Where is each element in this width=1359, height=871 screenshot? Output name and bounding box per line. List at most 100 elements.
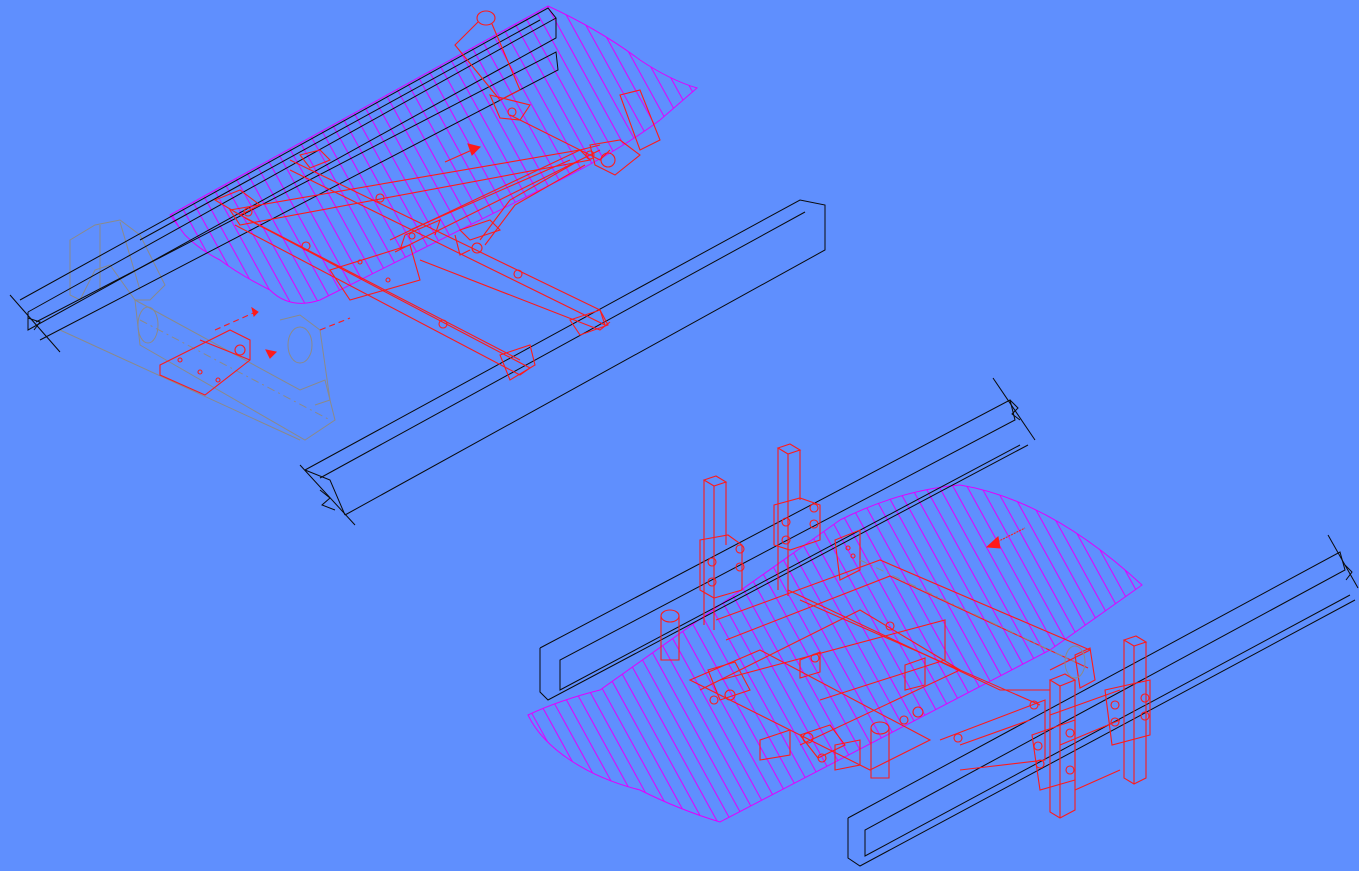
belt-hatch-line <box>445 6 623 304</box>
belt-hatch-line <box>565 485 765 822</box>
belt-hatch-line <box>170 6 175 304</box>
belt-hatch-line <box>528 485 667 822</box>
belt-hatch-line <box>593 485 793 822</box>
belt-hatch-line <box>0 0 104 320</box>
belt-hatch-line <box>613 6 697 304</box>
belt-hatch-line <box>528 485 597 822</box>
idler-reference <box>859 559 1086 679</box>
belt-hatch-line <box>599 6 697 304</box>
belt-hatch-line <box>585 6 697 304</box>
belt-hatch-line <box>712 0 888 320</box>
belt-hatch-line <box>170 6 231 304</box>
belt-hatch-line <box>170 6 287 304</box>
belt-hatch-line <box>0 0 90 320</box>
belt-hatch-line <box>683 6 697 304</box>
belt-hatch-line <box>528 485 569 822</box>
belt-hatch-line <box>1013 485 1142 822</box>
belt-hatch-line <box>417 6 595 304</box>
belt-hatch-line <box>528 485 639 822</box>
belt-hatch-line <box>528 485 653 822</box>
belt-hatch-line <box>943 485 1142 822</box>
belt-hatch-line <box>1041 485 1142 822</box>
belt-hatch-line <box>221 6 399 304</box>
belt-hatch-line <box>515 6 693 304</box>
cleaner-frame <box>688 529 1121 791</box>
belt-hatch-line <box>873 485 1073 822</box>
direction-arrow <box>214 143 481 359</box>
lower-isometric-view <box>300 377 1359 867</box>
lower-right-channel <box>847 534 1359 867</box>
belt-hatch-line <box>528 485 583 822</box>
belt-hatch-line <box>627 6 697 304</box>
belt-hatch-line <box>999 485 1142 822</box>
belt-hatch-line <box>0 0 146 320</box>
belt-hatch-line <box>291 6 469 304</box>
belt-hatch-line <box>0 0 132 320</box>
belt-hatch-line <box>528 485 681 822</box>
belt-hatch-line <box>249 6 427 304</box>
belt-hatch-line <box>677 485 877 822</box>
belt-hatch-line <box>170 6 273 304</box>
belt-hatch-line <box>170 6 343 304</box>
belt-hatch-line <box>375 6 553 304</box>
belt-hatch-line <box>915 485 1115 822</box>
belt-hatch-line <box>551 485 751 822</box>
belt-hatch-line <box>705 485 905 822</box>
belt-hatch-line <box>170 6 315 304</box>
belt-hatch-line <box>314 470 512 830</box>
belt-hatch-line <box>1154 470 1352 830</box>
belt-hatch-line <box>543 6 697 304</box>
belt-hatch-line <box>305 6 483 304</box>
stringer-channel <box>9 7 559 353</box>
belt-hatch-line <box>389 6 567 304</box>
belt-hatch-line <box>528 485 541 822</box>
belt-hatch-line <box>528 485 555 822</box>
belt-hatch-line <box>170 6 203 304</box>
vertical-posts <box>660 443 1151 819</box>
belt-hatch-line <box>817 485 1017 822</box>
belt-hatch-line <box>537 485 737 822</box>
belt-hatch-line <box>1111 485 1142 822</box>
belt-hatch-line <box>170 6 217 304</box>
tensioning-frame <box>159 144 611 396</box>
belt-hatch-line <box>403 6 581 304</box>
belt-hatch-line <box>887 485 1087 822</box>
belt-hatch-line <box>207 6 385 304</box>
belt-hatch-line <box>333 6 511 304</box>
belt-hatch-line <box>1139 485 1142 822</box>
belt-hatch-line <box>971 485 1142 822</box>
belt-hatch-line <box>1125 485 1142 822</box>
belt-hatch-line <box>319 6 497 304</box>
belt-hatch-line <box>761 485 961 822</box>
belt-hatch-line <box>831 485 1031 822</box>
belt-hatch-line <box>691 485 891 822</box>
belt-hatch-line <box>607 485 807 822</box>
idler-bracket <box>59 219 336 441</box>
belt-hatch-line <box>901 485 1101 822</box>
belt-surface <box>300 470 1352 830</box>
belt-hatch-line <box>528 485 625 822</box>
upper-isometric-view <box>0 0 888 526</box>
belt-hatch-line <box>300 470 498 830</box>
belt-hatch-line <box>328 470 526 830</box>
belt-hatch-line <box>0 0 160 320</box>
crank-handle <box>454 10 661 246</box>
belt-hatch-line <box>459 6 637 304</box>
belt-hatch-line <box>528 485 611 822</box>
belt-hatch-line <box>929 485 1129 822</box>
belt-hatch-line <box>655 6 697 304</box>
belt-hatch-line <box>1069 485 1142 822</box>
belt-hatch-line <box>635 485 835 822</box>
belt-hatch-line <box>1083 485 1142 822</box>
belt-hatch-line <box>528 485 723 822</box>
belt-hatch-line <box>0 0 76 320</box>
belt-hatch-line <box>529 6 697 304</box>
lower-stringer-beam <box>299 199 826 526</box>
belt-hatch-line <box>621 485 821 822</box>
belt-hatch-line <box>719 485 919 822</box>
belt-hatch-line <box>957 485 1142 822</box>
belt-hatch-line <box>557 6 697 304</box>
belt-hatch-line <box>775 485 975 822</box>
